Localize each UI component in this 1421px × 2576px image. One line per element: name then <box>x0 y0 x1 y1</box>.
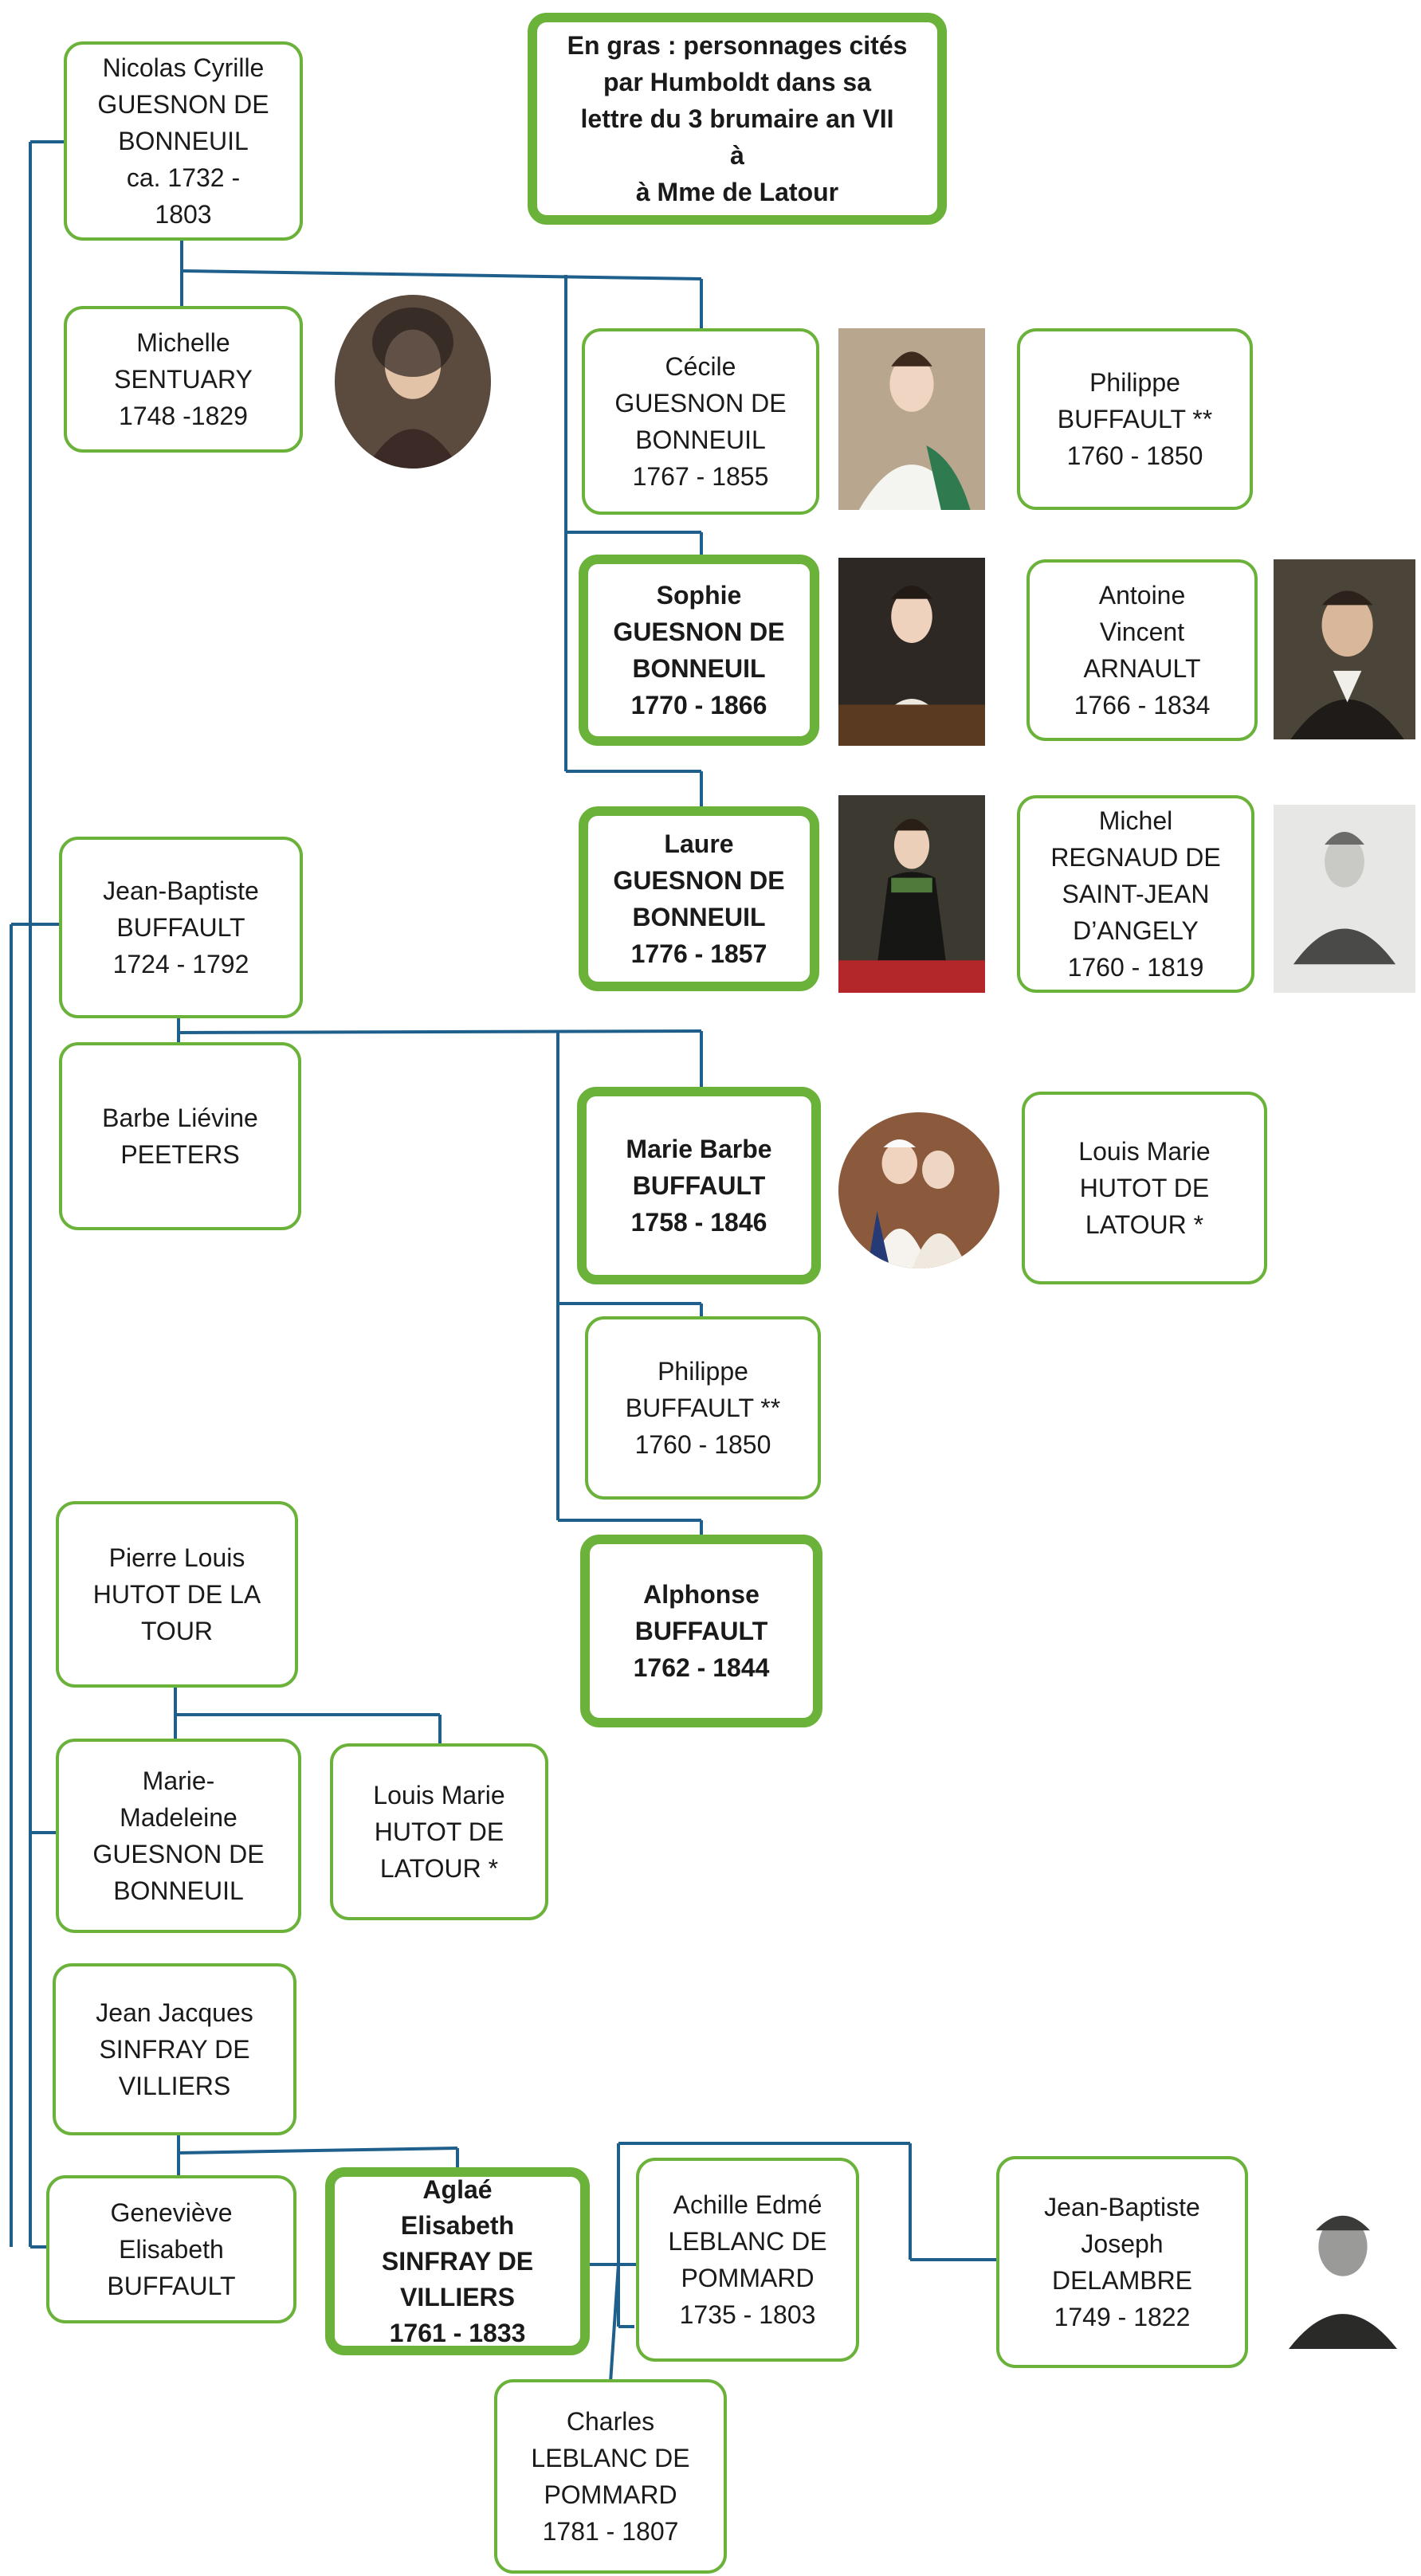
person-sophie[interactable]: Sophie GUESNON DE BONNEUIL 1770 - 1866 <box>579 555 819 746</box>
person-label: Jean Jacques SINFRAY DE VILLIERS <box>96 1998 253 2100</box>
person-label: Philippe BUFFAULT ** 1760 - 1850 <box>1057 368 1213 470</box>
person-louis-marie-left[interactable]: Louis Marie HUTOT DE LATOUR * <box>330 1743 548 1920</box>
person-label: Marie- Madeleine GUESNON DE BONNEUIL <box>92 1766 265 1905</box>
person-label: Louis Marie HUTOT DE LATOUR * <box>1078 1137 1211 1239</box>
connector <box>181 269 702 280</box>
person-label: Laure GUESNON DE BONNEUIL 1776 - 1857 <box>613 829 785 968</box>
portrait-antoine <box>1274 559 1415 739</box>
person-label: Philippe BUFFAULT ** 1760 - 1850 <box>625 1357 781 1459</box>
person-marie-barbe[interactable]: Marie Barbe BUFFAULT 1758 - 1846 <box>577 1087 821 1284</box>
person-achille[interactable]: Achille Edmé LEBLANC DE POMMARD 1735 - 1… <box>636 2158 859 2362</box>
person-label: Antoine Vincent ARNAULT 1766 - 1834 <box>1074 581 1211 719</box>
person-pierre-louis[interactable]: Pierre Louis HUTOT DE LA TOUR <box>56 1501 298 1688</box>
person-jean-jacques[interactable]: Jean Jacques SINFRAY DE VILLIERS <box>53 1963 296 2135</box>
person-jean-baptiste-delambre[interactable]: Jean-Baptiste Joseph DELAMBRE 1749 - 182… <box>996 2156 1248 2368</box>
person-michel[interactable]: Michel REGNAUD DE SAINT-JEAN D’ANGELY 17… <box>1017 795 1254 993</box>
person-label: Alphonse BUFFAULT 1762 - 1844 <box>633 1580 770 1682</box>
person-label: Marie Barbe BUFFAULT 1758 - 1846 <box>626 1135 772 1237</box>
person-barbe[interactable]: Barbe Liévine PEETERS <box>59 1042 301 1230</box>
portrait-laure <box>838 795 985 993</box>
person-label: Aglaé Elisabeth SINFRAY DE VILLIERS 1761… <box>381 2174 534 2347</box>
person-philippe-mid[interactable]: Philippe BUFFAULT ** 1760 - 1850 <box>585 1316 821 1500</box>
person-label: Cécile GUESNON DE BONNEUIL 1767 - 1855 <box>614 352 787 491</box>
person-aglae[interactable]: Aglaé Elisabeth SINFRAY DE VILLIERS 1761… <box>325 2167 590 2355</box>
connector <box>609 2264 620 2383</box>
person-genevieve[interactable]: Geneviève Elisabeth BUFFAULT <box>46 2175 296 2323</box>
person-label: Michelle SENTUARY 1748 -1829 <box>114 328 253 430</box>
person-label: Louis Marie HUTOT DE LATOUR * <box>373 1781 505 1883</box>
portrait-sophie <box>838 558 985 746</box>
person-label: Nicolas Cyrille GUESNON DE BONNEUIL ca. … <box>97 53 269 229</box>
connector <box>178 1029 702 1034</box>
person-label: Geneviève Elisabeth BUFFAULT <box>107 2198 236 2300</box>
person-antoine[interactable]: Antoine Vincent ARNAULT 1766 - 1834 <box>1026 559 1258 741</box>
person-michelle[interactable]: Michelle SENTUARY 1748 -1829 <box>64 306 303 453</box>
person-label: Sophie GUESNON DE BONNEUIL 1770 - 1866 <box>613 581 785 719</box>
person-jean-baptiste[interactable]: Jean-Baptiste BUFFAULT 1724 - 1792 <box>59 837 303 1018</box>
person-alphonse[interactable]: Alphonse BUFFAULT 1762 - 1844 <box>580 1535 822 1727</box>
legend-text: En gras : personnages cités par Humboldt… <box>567 31 908 206</box>
person-label: Jean-Baptiste BUFFAULT 1724 - 1792 <box>103 876 259 978</box>
person-laure[interactable]: Laure GUESNON DE BONNEUIL 1776 - 1857 <box>579 806 819 991</box>
portrait-delambre <box>1275 2193 1411 2349</box>
person-label: Achille Edmé LEBLANC DE POMMARD 1735 - 1… <box>668 2190 827 2329</box>
person-marie-madeleine[interactable]: Marie- Madeleine GUESNON DE BONNEUIL <box>56 1739 301 1933</box>
legend-box: En gras : personnages cités par Humboldt… <box>528 13 947 225</box>
person-label: Michel REGNAUD DE SAINT-JEAN D’ANGELY 17… <box>1050 806 1221 982</box>
connector <box>178 2147 458 2155</box>
person-louis-marie-right[interactable]: Louis Marie HUTOT DE LATOUR * <box>1022 1092 1267 1284</box>
portrait-michel <box>1274 805 1415 993</box>
person-philippe-top[interactable]: Philippe BUFFAULT ** 1760 - 1850 <box>1017 328 1253 510</box>
portrait-marie-barbe <box>838 1112 999 1268</box>
person-charles[interactable]: Charles LEBLANC DE POMMARD 1781 - 1807 <box>494 2379 727 2574</box>
person-label: Pierre Louis HUTOT DE LA TOUR <box>92 1543 261 1645</box>
person-nicolas[interactable]: Nicolas Cyrille GUESNON DE BONNEUIL ca. … <box>64 41 303 241</box>
portrait-michelle <box>335 295 491 469</box>
person-label: Barbe Liévine PEETERS <box>102 1104 258 1169</box>
person-label: Jean-Baptiste Joseph DELAMBRE 1749 - 182… <box>1044 2193 1200 2331</box>
person-label: Charles LEBLANC DE POMMARD 1781 - 1807 <box>531 2407 690 2546</box>
portrait-cecile <box>838 328 985 510</box>
person-cecile[interactable]: Cécile GUESNON DE BONNEUIL 1767 - 1855 <box>582 328 819 515</box>
